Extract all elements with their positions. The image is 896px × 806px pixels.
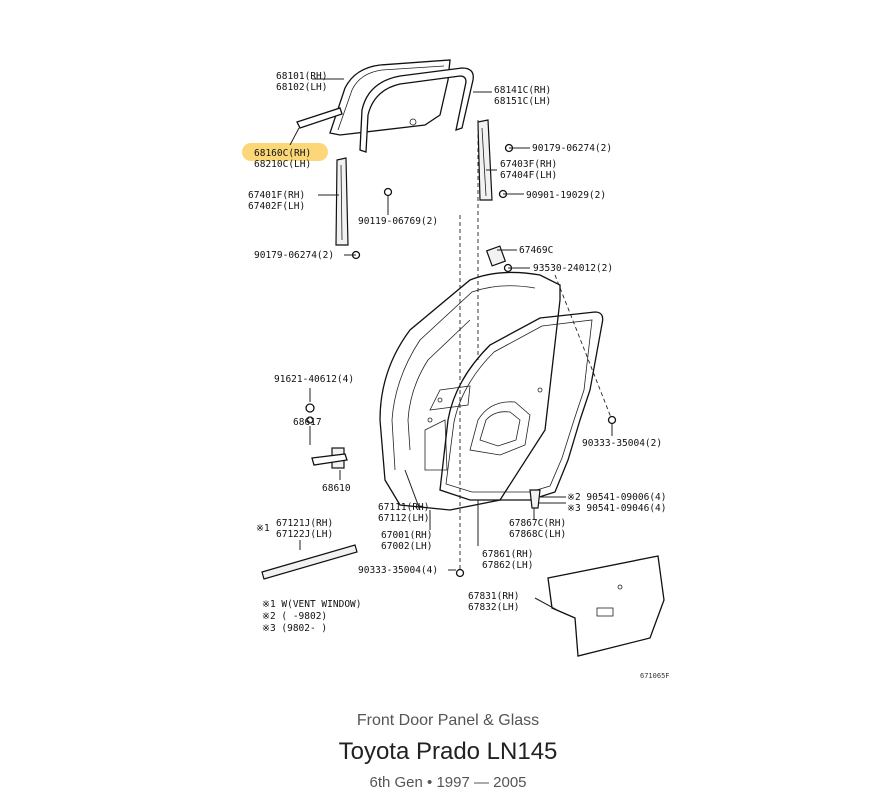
label-67404f: 67404F(LH): [500, 170, 557, 181]
label-68610: 68610: [322, 483, 351, 494]
label-67862: 67862(LH): [482, 560, 533, 571]
label-90541-b: ※3 90541-09046(4): [567, 503, 666, 514]
note-3: ※3 (9802- ): [262, 623, 327, 634]
label-68617: 68617: [293, 417, 322, 428]
label-90541-a: ※2 90541-09006(4): [567, 492, 666, 503]
generation-subtitle: 6th Gen • 1997 — 2005: [369, 774, 527, 791]
lower-sash-channel[interactable]: [296, 107, 343, 129]
label-67401f: 67401F(RH): [248, 190, 305, 201]
part-highlight: [242, 143, 328, 161]
label-67111: 67111(RH): [378, 502, 429, 513]
label-67122j: 67122J(LH): [276, 529, 333, 540]
label-67469c: 67469C: [519, 245, 553, 256]
label-67402f: 67402F(LH): [248, 201, 305, 212]
label-67121j: 67121J(RH): [276, 518, 333, 529]
label-93530: 93530-24012(2): [533, 263, 613, 274]
label-67867c: 67867C(RH): [509, 518, 566, 529]
label-90119: 90119-06769(2): [358, 216, 438, 227]
front-sash[interactable]: [335, 157, 349, 246]
label-91621: 91621-40612(4): [274, 374, 354, 385]
label-67403f: 67403F(RH): [500, 159, 557, 170]
label-67832: 67832(LH): [468, 602, 519, 613]
label-90901: 90901-19029(2): [526, 190, 606, 201]
label-90179-bottom: 90179-06274(2): [254, 250, 334, 261]
door-trim-panel[interactable]: [547, 555, 665, 657]
label-68151c: 68151C(LH): [494, 96, 551, 107]
parts-diagram-svg: 68101(RH) 68102(LH) 68141C(RH) 68151C(LH…: [242, 59, 670, 680]
note-2: ※2 ( -9802): [262, 611, 327, 622]
figure-code: 671065F: [640, 672, 670, 680]
parts-diagram: 68101(RH) 68102(LH) 68141C(RH) 68151C(LH…: [242, 59, 670, 680]
label-67002: 67002(LH): [381, 541, 432, 552]
label-68141c: 68141C(RH): [494, 85, 551, 96]
rear-sash[interactable]: [477, 119, 493, 201]
vehicle-model-title: Toyota Prado LN145: [338, 738, 558, 765]
label-67868c: 67868C(LH): [509, 529, 566, 540]
label-68102: 68102(LH): [276, 82, 327, 93]
belt-moulding[interactable]: [261, 544, 358, 580]
label-67861: 67861(RH): [482, 549, 533, 560]
label-67001: 67001(RH): [381, 530, 432, 541]
label-67831: 67831(RH): [468, 591, 519, 602]
label-90179-top: 90179-06274(2): [532, 143, 612, 154]
glass-run-channel[interactable]: [359, 67, 474, 153]
section-title: Front Door Panel & Glass: [356, 712, 540, 729]
label-90333-bottom: 90333-35004(4): [358, 565, 438, 576]
door-hinge-part[interactable]: [485, 245, 507, 267]
door-weatherstrip[interactable]: [439, 311, 604, 501]
note-1: ※1 W(VENT WINDOW): [262, 599, 361, 610]
label-90333-right: 90333-35004(2): [582, 438, 662, 449]
label-68101: 68101(RH): [276, 71, 327, 82]
label-mark1: ※1: [256, 523, 270, 534]
label-67112: 67112(LH): [378, 513, 429, 524]
label-68160c: 68160C(RH): [254, 148, 311, 159]
label-68210c: 68210C(LH): [254, 159, 311, 170]
